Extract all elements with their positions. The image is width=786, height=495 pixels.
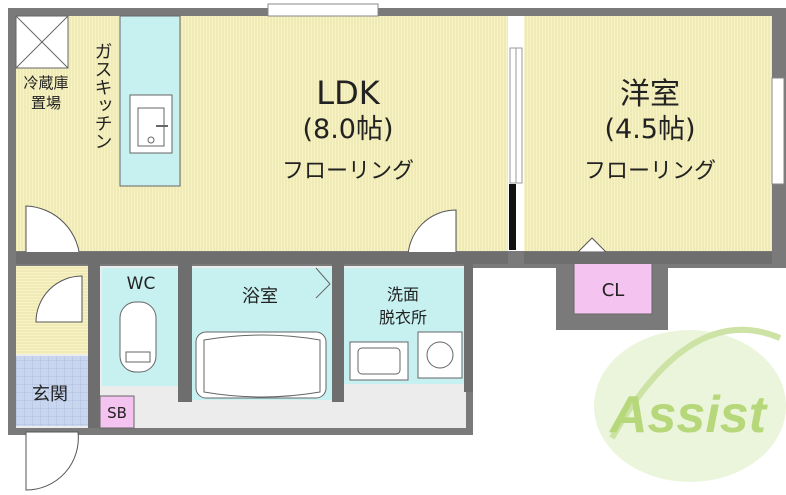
ldk-name-label: LDK xyxy=(316,74,380,112)
wc-label: WC xyxy=(127,274,156,294)
doors xyxy=(25,205,608,491)
fridge-label-line1: 冷蔵庫 xyxy=(23,74,68,92)
ldk-floor-label: フローリング xyxy=(282,159,414,184)
closet-label: CL xyxy=(602,280,625,301)
closet xyxy=(573,261,653,315)
western-floor-label: フローリング xyxy=(584,159,716,184)
fridge-space xyxy=(15,15,69,69)
western-size-label: (4.5帖) xyxy=(604,114,695,145)
assist-logo: Assist xyxy=(594,326,786,482)
shoe-box-label: SB xyxy=(107,404,127,422)
washroom-label-line1: 洗面 xyxy=(387,285,419,304)
entrance-area xyxy=(16,356,88,426)
window-top xyxy=(267,3,379,17)
fridge-label-line2: 置場 xyxy=(31,94,61,112)
washroom xyxy=(344,268,464,384)
entrance-label: 玄関 xyxy=(32,384,68,405)
ldk-size-label: (8.0帖) xyxy=(302,114,393,145)
kitchen-counter xyxy=(119,15,181,187)
western-name-label: 洋室 xyxy=(620,77,680,112)
washroom-label-line2: 脱衣所 xyxy=(379,308,427,327)
kitchen-label: ガスキッチン xyxy=(92,42,113,150)
partition xyxy=(508,16,524,251)
wc-room xyxy=(102,268,178,386)
bath-room xyxy=(192,267,332,400)
western-room xyxy=(524,16,772,251)
bath-label: 浴室 xyxy=(242,286,278,307)
ldk-room xyxy=(16,16,508,251)
window-right xyxy=(771,77,785,185)
inner-walls xyxy=(16,252,772,428)
logo-text: Assist xyxy=(608,386,769,444)
